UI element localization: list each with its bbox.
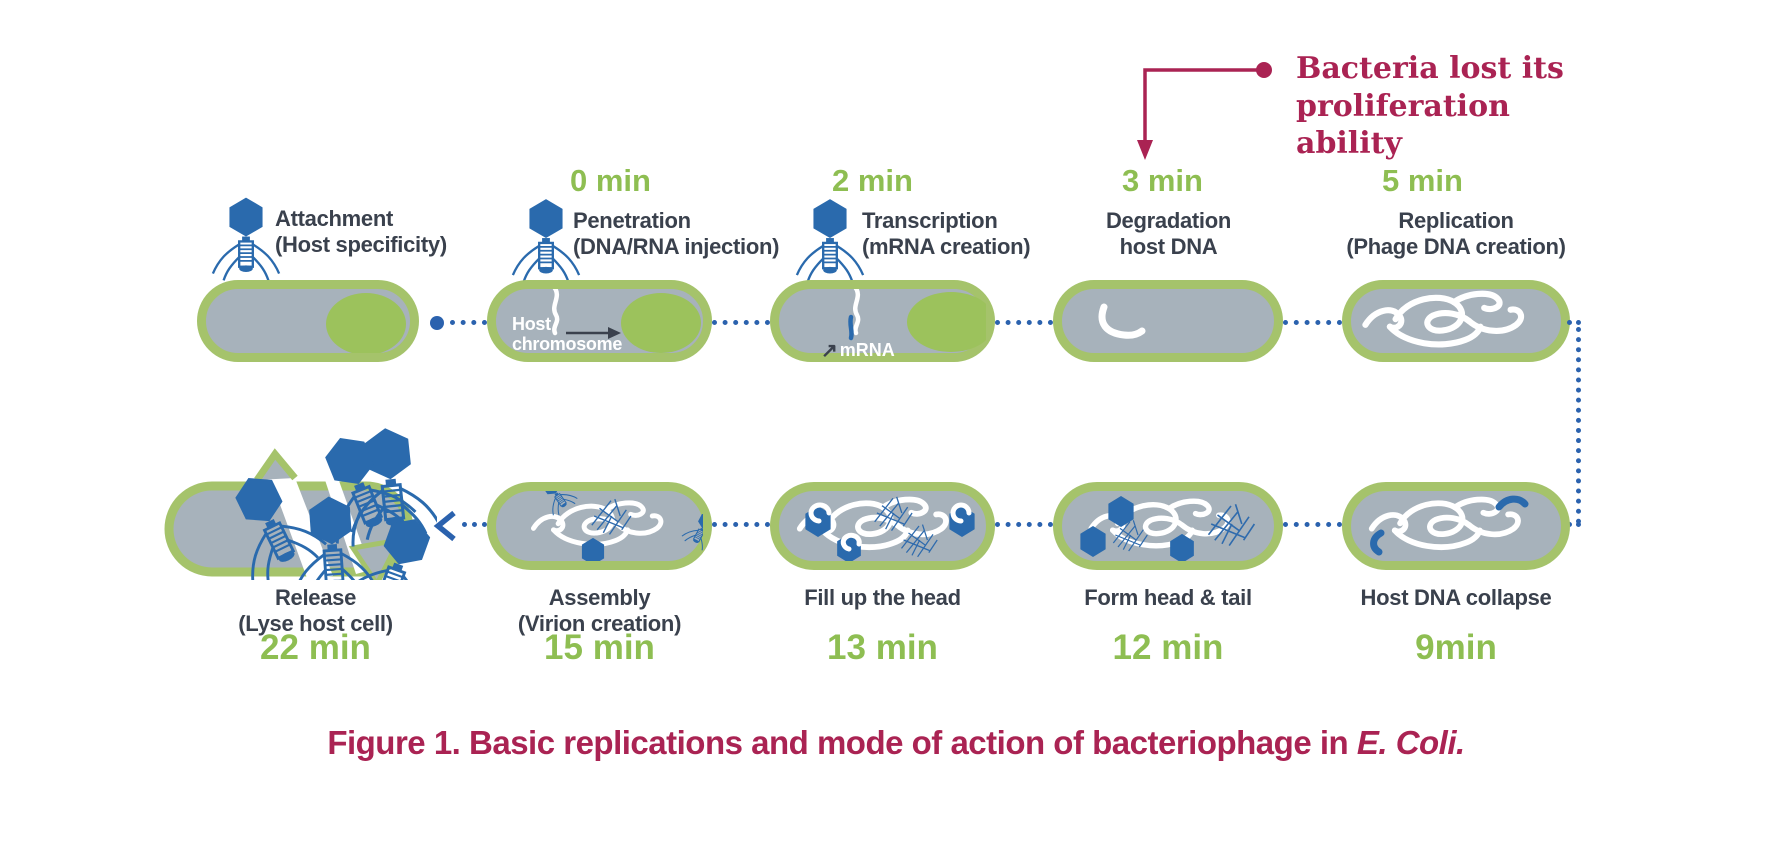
cell-attachment <box>197 280 419 362</box>
label-fill-head: Fill up the head <box>770 585 995 611</box>
time-0min: 0 min <box>570 163 651 198</box>
stage-sub: host DNA <box>1119 233 1218 259</box>
nucleoid <box>907 292 986 352</box>
degraded-dna-fragment <box>1098 303 1146 339</box>
torn-flap <box>254 448 298 482</box>
nucleoid <box>621 293 701 353</box>
stage-name: Form head & tail <box>1084 585 1252 610</box>
figure-caption: Figure 1. Basic replications and mode of… <box>0 724 1792 762</box>
time-12min: 12 min <box>1112 628 1224 667</box>
connector <box>1567 522 1581 527</box>
stage-name: Release <box>274 585 357 610</box>
arrowhead-down-icon <box>1137 140 1153 160</box>
connector <box>462 522 487 527</box>
membrane-crack <box>271 478 333 578</box>
bacteriophage-icon <box>793 197 867 283</box>
time-9min: 9min <box>1415 628 1497 667</box>
assembled-phage-icon <box>534 491 579 518</box>
assembled-phage-icon <box>681 507 703 553</box>
label-assembly: Assembly (Virion creation) <box>487 585 712 637</box>
stage-name: Host DNA collapse <box>1360 585 1552 610</box>
host-dna-fragment <box>1370 529 1385 556</box>
stage-name: Attachment <box>275 206 394 231</box>
connector <box>1567 320 1581 325</box>
mrna-label: ↗ mRNA <box>821 340 895 362</box>
stage-name: Transcription <box>862 208 998 233</box>
cell-penetration: Host chromosome <box>487 280 712 362</box>
label-release: Release (Lyse host cell) <box>203 585 428 637</box>
cell-degradation <box>1053 280 1283 362</box>
dna-entering-head <box>808 502 832 524</box>
connector-dot <box>430 316 444 330</box>
host-dna-fragment <box>1495 495 1529 511</box>
caption-text: Figure 1. Basic replications and mode of… <box>327 724 1357 761</box>
time-13min: 13 min <box>827 628 938 667</box>
label-penetration: Penetration (DNA/RNA injection) <box>573 208 779 260</box>
label-form-head-tail: Form head & tail <box>1053 585 1283 611</box>
connector <box>712 320 770 325</box>
label-transcription: Transcription (mRNA creation) <box>862 208 1031 260</box>
phage-dna-tangle <box>1351 289 1561 353</box>
stage-name: Replication <box>1398 208 1514 233</box>
connector <box>1283 522 1342 527</box>
time-3min: 3 min <box>1122 163 1203 198</box>
stage-sub: (Virion creation) <box>517 610 682 636</box>
time-5min: 5 min <box>1382 163 1463 198</box>
stage-sub: (mRNA creation) <box>862 233 1031 259</box>
caption-italic-species: E. Coli. <box>1356 724 1465 761</box>
annotation-line1: Bacteria lost its <box>1296 51 1564 86</box>
time-22min: 22 min <box>260 628 371 667</box>
time-2min: 2 min <box>832 163 913 198</box>
cell-fill-head <box>770 482 995 570</box>
dna-entering-head <box>950 502 972 524</box>
bacteriophage-icon <box>209 195 283 282</box>
mrna-strand <box>853 289 861 336</box>
mrna-arrow-icon: ↗ <box>821 340 838 362</box>
connector <box>1283 320 1342 325</box>
time-15min: 15 min <box>544 628 655 667</box>
injected-dna-strand <box>552 289 560 336</box>
cell-release-lysed <box>164 398 437 580</box>
stage-sub: (Lyse host cell) <box>238 610 393 636</box>
stage-name: Degradation <box>1105 208 1232 233</box>
label-replication: Replication (Phage DNA creation) <box>1342 208 1570 260</box>
label-attachment: Attachment (Host specificity) <box>275 206 447 258</box>
cell-replication <box>1342 280 1570 362</box>
annotation-arrow <box>1137 62 1272 160</box>
connector <box>995 522 1053 527</box>
connector <box>995 320 1053 325</box>
cell-transcription: ↗ mRNA <box>770 280 995 362</box>
phage-head-icon <box>1080 525 1106 558</box>
connector <box>712 522 770 527</box>
tail-fibers-sketch <box>1207 503 1256 547</box>
annotation-bacteria-lost: Bacteria lost its proliferation ability <box>1296 50 1626 163</box>
stage-name: Assembly <box>548 585 651 610</box>
annotation-line2: proliferation ability <box>1296 88 1510 162</box>
arrowhead-left-icon <box>433 510 456 542</box>
phage-head-icon <box>581 537 605 561</box>
bacteriophage-icon <box>509 197 583 283</box>
nucleoid <box>326 293 406 353</box>
cell-host-dna-collapse <box>1342 482 1570 570</box>
cell-assembly <box>487 482 712 570</box>
dna-entering-head <box>840 532 862 552</box>
connector-vertical <box>1576 327 1581 524</box>
host-chromosome-label: Host chromosome <box>512 314 623 355</box>
mrna-blue-segment <box>848 314 854 341</box>
stage-sub: (DNA/RNA injection) <box>573 233 780 259</box>
stage-name: Penetration <box>573 208 691 233</box>
cell-form-head-tail <box>1053 482 1283 570</box>
stage-name: Fill up the head <box>804 585 961 610</box>
stage-sub: (Host specificity) <box>275 231 447 257</box>
stage-sub: (Phage DNA creation) <box>1346 233 1566 259</box>
label-host-dna-collapse: Host DNA collapse <box>1342 585 1570 611</box>
label-degradation: Degradation host DNA <box>1056 208 1281 260</box>
connector <box>450 320 487 325</box>
